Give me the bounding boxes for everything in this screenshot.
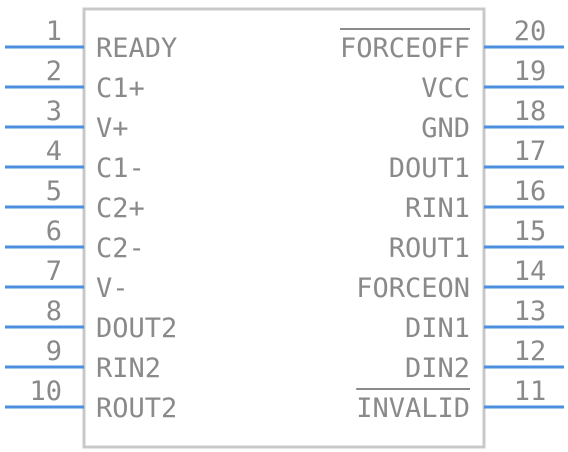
pin-name-forceon: FORCEON xyxy=(356,273,470,304)
pin-number: 5 xyxy=(46,176,62,207)
pin-name-ready: READY xyxy=(96,33,177,64)
pin-name-c2: C2+ xyxy=(96,193,145,224)
pin-name-rin2: RIN2 xyxy=(96,353,161,384)
pin-2: 2C1+ xyxy=(5,56,145,104)
pin-name-v: V- xyxy=(96,273,129,304)
pin-number: 20 xyxy=(514,16,547,47)
pin-number: 3 xyxy=(46,96,62,127)
pin-number: 11 xyxy=(514,376,547,407)
pin-5: 5C2+ xyxy=(5,176,145,224)
pin-name-dout1: DOUT1 xyxy=(389,153,470,184)
pin-number: 17 xyxy=(514,136,547,167)
pin-name-din2: DIN2 xyxy=(405,353,470,384)
pin-name-gnd: GND xyxy=(421,113,470,144)
pins-group: 1READY2C1+3V+4C1-5C2+6C2-7V-8DOUT29RIN21… xyxy=(5,16,564,424)
pin-number: 14 xyxy=(514,256,547,287)
component-body xyxy=(82,7,486,449)
pin-name-c1: C1- xyxy=(96,153,145,184)
pin-name-rout2: ROUT2 xyxy=(96,393,177,424)
pin-name-forceoff: FORCEOFF xyxy=(340,33,470,64)
pin-number: 19 xyxy=(514,56,547,87)
pin-number: 9 xyxy=(46,336,62,367)
pin-number: 2 xyxy=(46,56,62,87)
pin-name-c1: C1+ xyxy=(96,73,145,104)
pin-name-dout2: DOUT2 xyxy=(96,313,177,344)
pin-number: 6 xyxy=(46,216,62,247)
pin-name-din1: DIN1 xyxy=(405,313,470,344)
pin-number: 10 xyxy=(29,376,62,407)
pin-name-invalid: INVALID xyxy=(356,393,470,424)
pin-number: 4 xyxy=(46,136,62,167)
pin-name-vcc: VCC xyxy=(421,73,470,104)
pin-name-rin1: RIN1 xyxy=(405,193,470,224)
pin-number: 13 xyxy=(514,296,547,327)
pin-number: 8 xyxy=(46,296,62,327)
pin-name-rout1: ROUT1 xyxy=(389,233,470,264)
pin-name-c2: C2- xyxy=(96,233,145,264)
pin-number: 7 xyxy=(46,256,62,287)
pin-number: 16 xyxy=(514,176,547,207)
pin-number: 12 xyxy=(514,336,547,367)
pin-3: 3V+ xyxy=(5,96,129,144)
pin-number: 18 xyxy=(514,96,547,127)
pin-6: 6C2- xyxy=(5,216,145,264)
pin-7: 7V- xyxy=(5,256,129,304)
pin-name-v: V+ xyxy=(96,113,129,144)
pin-number: 15 xyxy=(514,216,547,247)
pin-4: 4C1- xyxy=(5,136,145,184)
pin-number: 1 xyxy=(46,16,62,47)
